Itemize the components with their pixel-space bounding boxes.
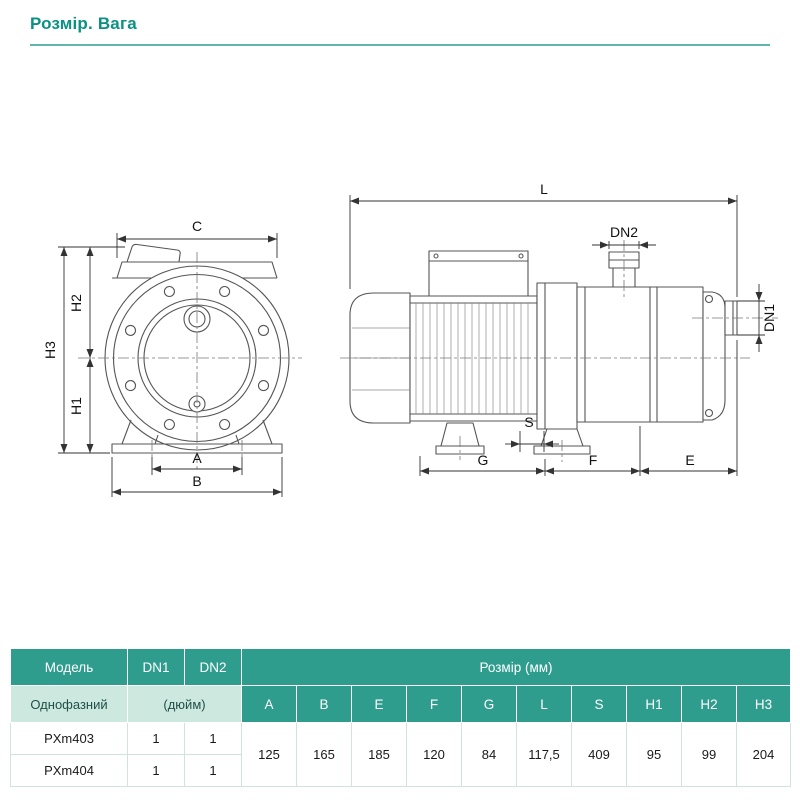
- value-cell-f: 120: [406, 722, 462, 787]
- dim-label-a: A: [192, 450, 202, 466]
- dim-col-h3: H3: [736, 685, 791, 723]
- table-subheader-row: Однофазний (дюйм) A B E F G L S H1 H2 H3: [10, 685, 791, 723]
- dim-label-b: B: [192, 473, 201, 489]
- dim-label-dn2: DN2: [610, 224, 638, 240]
- dim-col-l: L: [516, 685, 572, 723]
- subheader-unit: (дюйм): [127, 685, 242, 723]
- subheader-phase: Однофазний: [10, 685, 128, 723]
- dim-col-s: S: [571, 685, 627, 723]
- value-cell-h1: 95: [626, 722, 682, 787]
- dn1-cell: 1: [127, 754, 185, 787]
- motor-fins: [350, 303, 529, 414]
- centerlines: [78, 240, 778, 470]
- dim-col-h2: H2: [681, 685, 737, 723]
- value-cell-g: 84: [461, 722, 517, 787]
- dim-col-e: E: [351, 685, 407, 723]
- dim-col-f: F: [406, 685, 462, 723]
- dim-label-h2: H2: [68, 294, 84, 312]
- page-title: Розмір. Вага: [30, 14, 137, 33]
- dn1-cell: 1: [127, 722, 185, 755]
- side-view-outline: [349, 250, 738, 455]
- dim-label-h3: H3: [42, 341, 58, 359]
- header-size-group: Розмір (мм): [241, 648, 791, 686]
- dn2-cell: 1: [184, 754, 242, 787]
- dim-label-f: F: [589, 452, 598, 468]
- dim-col-h1: H1: [626, 685, 682, 723]
- value-cell-h2: 99: [681, 722, 737, 787]
- value-cell-b: 165: [296, 722, 352, 787]
- table-header-row: Модель DN1 DN2 Розмір (мм): [10, 648, 791, 686]
- model-cell: PXm403: [10, 722, 128, 755]
- header-dn2: DN2: [184, 648, 242, 686]
- dimension-lines: [58, 195, 765, 497]
- dim-label-dn1: DN1: [761, 304, 777, 332]
- dimension-labels: C H3 H2 H1 A B L DN2 DN1 S G F E: [42, 181, 777, 489]
- dim-label-c: C: [192, 218, 202, 234]
- dim-label-e: E: [685, 452, 694, 468]
- dim-col-a: A: [241, 685, 297, 723]
- value-cell-l: 117,5: [516, 722, 572, 787]
- dim-col-g: G: [461, 685, 517, 723]
- dim-label-l: L: [540, 181, 548, 197]
- value-cell-h3: 204: [736, 722, 791, 787]
- dim-label-g: G: [478, 452, 489, 468]
- table-row-pxm403: PXm403 1 1 125 165 185 120 84 117,5 409 …: [10, 722, 791, 787]
- value-cell-e: 185: [351, 722, 407, 787]
- model-cell: PXm404: [10, 754, 128, 787]
- pump-technical-drawing: C H3 H2 H1 A B L DN2 DN1 S G F E: [42, 181, 778, 497]
- dim-label-h1: H1: [68, 397, 84, 415]
- value-cell-s: 409: [571, 722, 627, 787]
- header-model: Модель: [10, 648, 128, 686]
- value-cell-a: 125: [241, 722, 297, 787]
- dim-label-s: S: [524, 414, 533, 430]
- dim-col-b: B: [296, 685, 352, 723]
- dn2-cell: 1: [184, 722, 242, 755]
- dimensions-table: Модель DN1 DN2 Розмір (мм) Однофазний (д…: [10, 648, 791, 787]
- title-underline: [30, 44, 770, 46]
- header-dn1: DN1: [127, 648, 185, 686]
- table-row-pxm404: PXm404 1 1: [10, 754, 791, 787]
